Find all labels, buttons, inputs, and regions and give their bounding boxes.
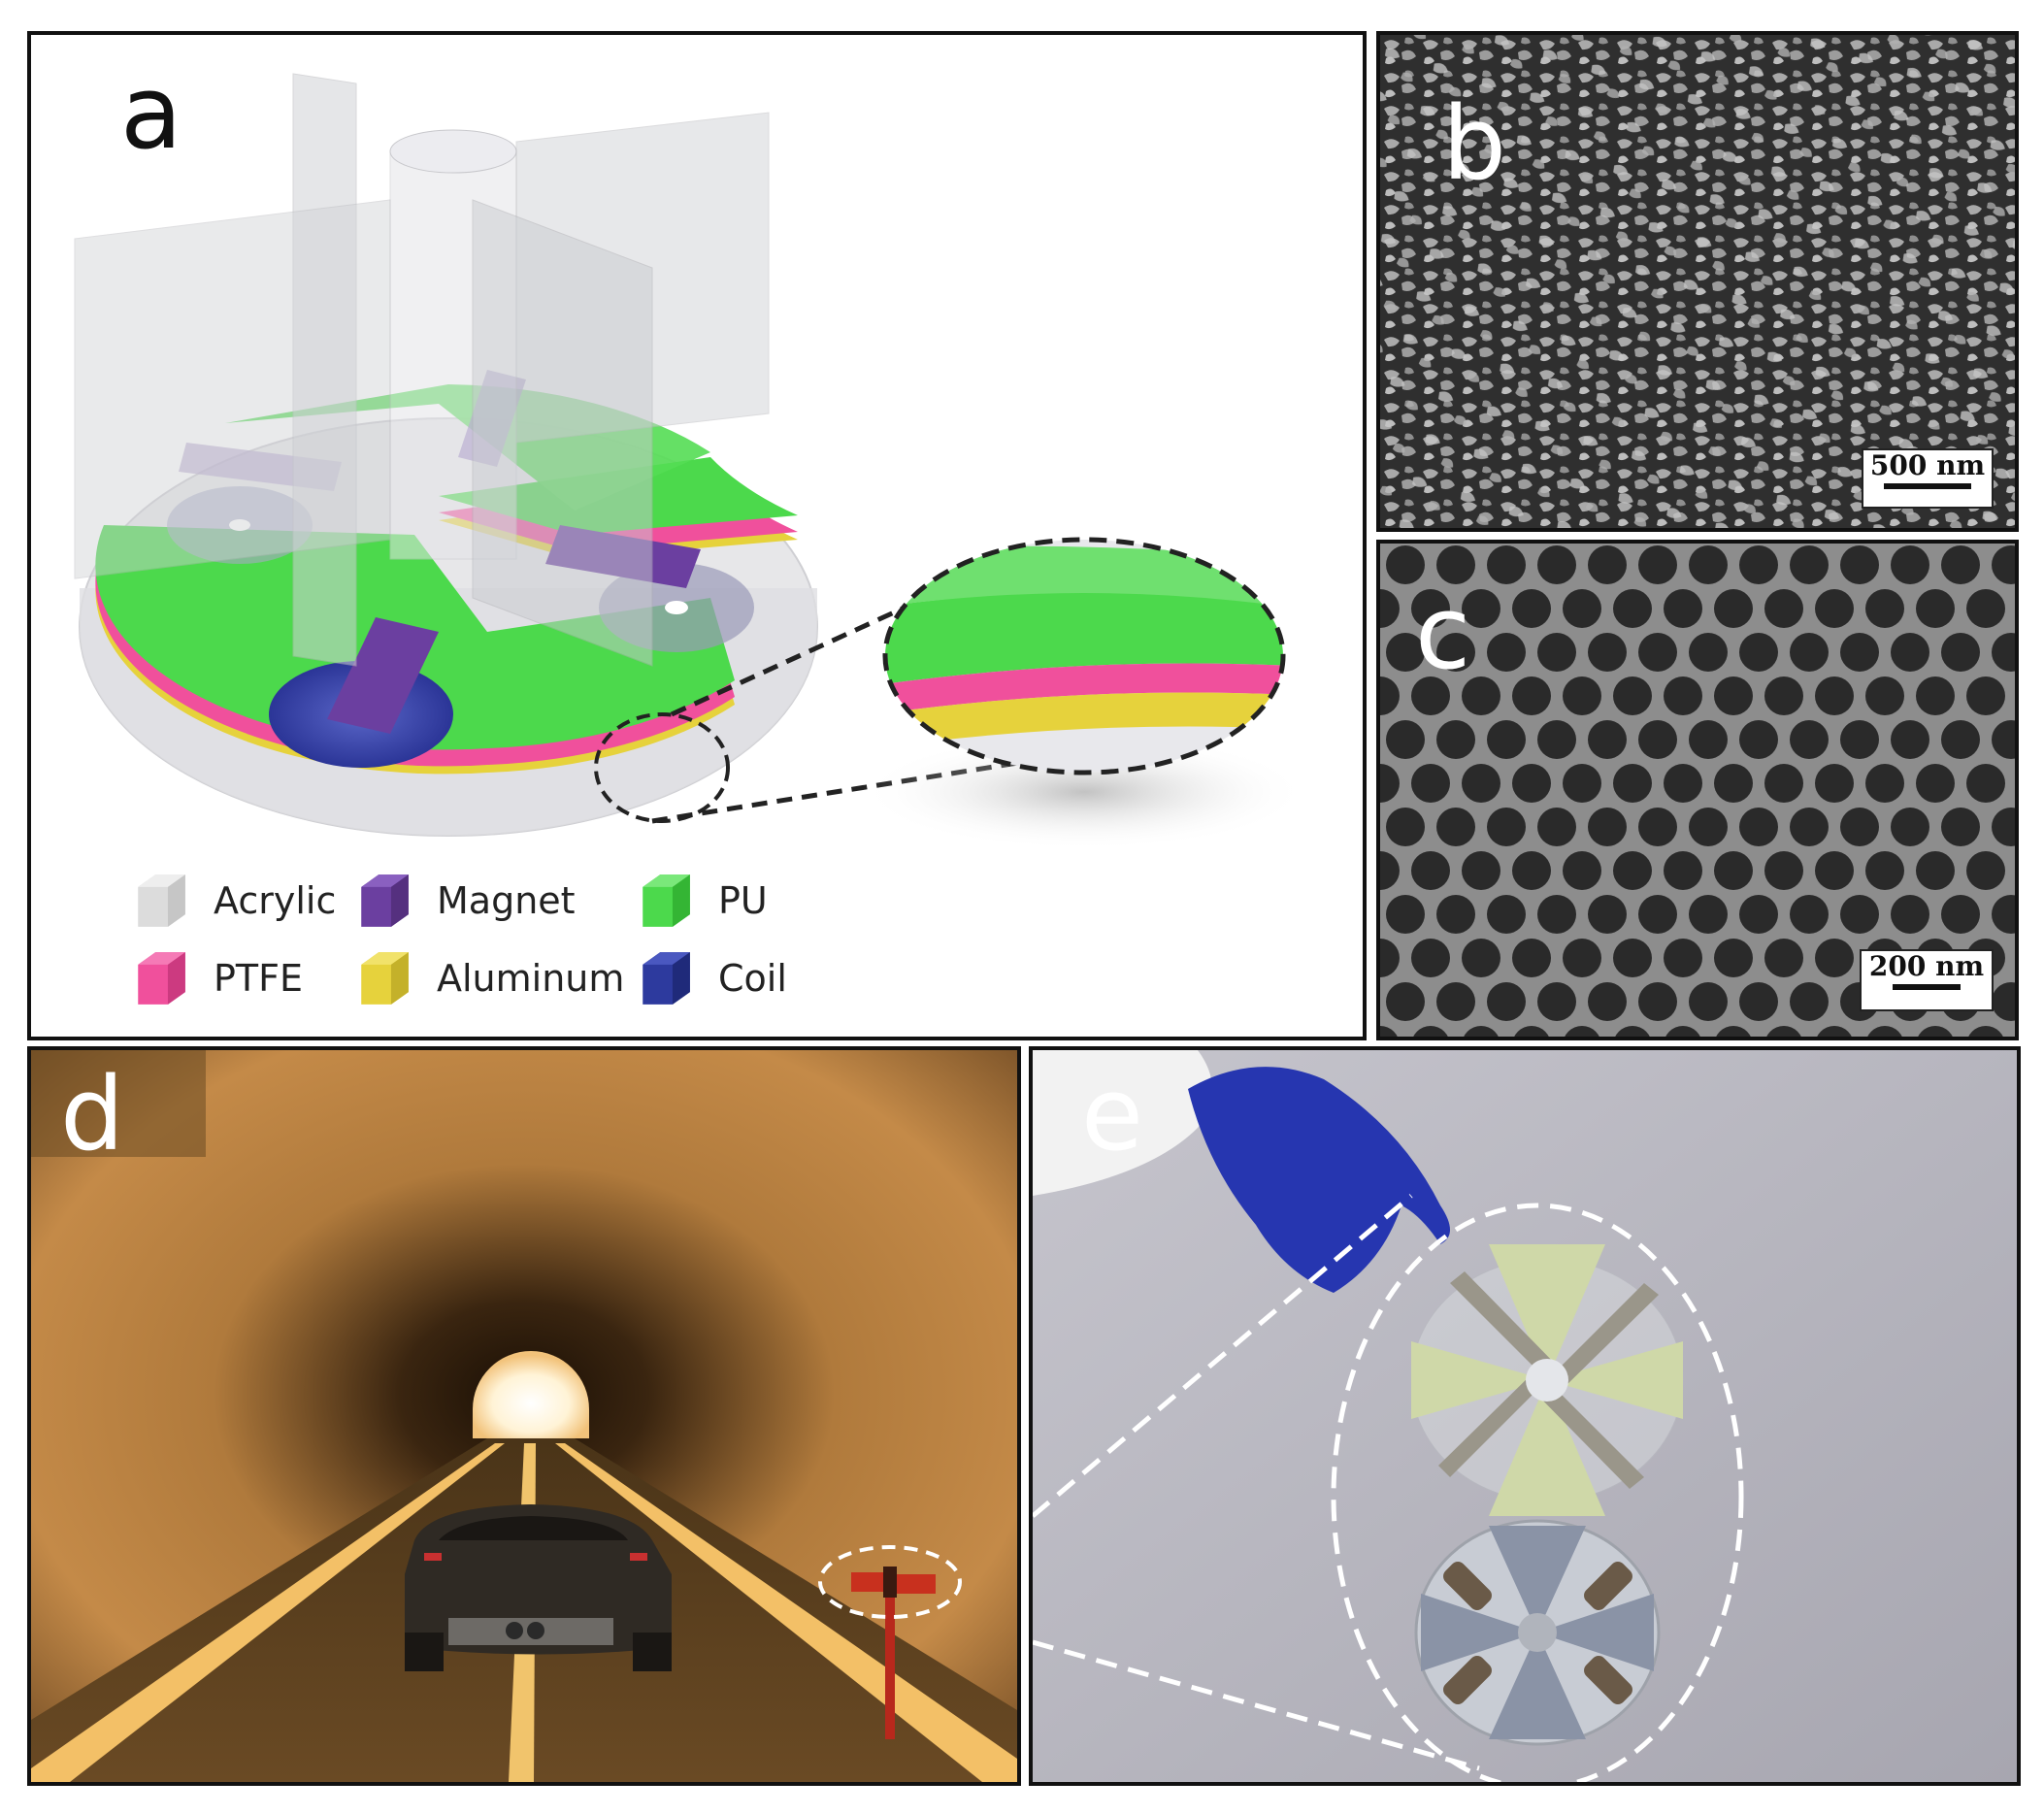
rotary-device-illustration [74,73,1307,850]
legend-item-pu: PU [633,870,768,932]
scale-bar-label: 500 nm [1869,449,1986,481]
scale-bar-500nm: 500 nm [1862,448,1994,509]
legend-label-aluminum: Aluminum [437,957,625,1000]
panel-a-device-schematic: a Acrylic Magnet PU PTFE Aluminum Coil [27,31,1367,1040]
scale-bar-label: 200 nm [1868,950,1985,982]
scale-bar-line [1893,984,1961,990]
panel-d-tunnel-scene: d [27,1046,1021,1786]
tunnel-illustration [31,1050,1017,1782]
panel-letter-c: c [1415,574,1471,692]
acrylic-cube-icon [138,874,185,927]
panel-letter-e: e [1081,1055,1143,1173]
panel-letter-b: b [1442,84,1507,203]
pu-cube-icon [643,874,690,927]
panel-letter-a: a [120,53,182,172]
legend-item-coil: Coil [633,947,787,1009]
ptfe-cube-icon [138,952,185,1005]
panel-letter-d: d [60,1055,125,1173]
legend-label-ptfe: PTFE [214,957,303,1000]
scale-bar-200nm: 200 nm [1860,949,1994,1011]
legend-item-magnet: Magnet [351,870,576,932]
scale-bar-line [1884,483,1971,489]
prototype-photo-illustration [1033,1050,2017,1782]
legend-item-aluminum: Aluminum [351,947,624,1009]
panel-c-sem-image: c 200 nm [1376,540,2019,1040]
coil-cube-icon [643,952,690,1005]
legend-label-pu: PU [718,879,768,922]
legend-label-acrylic: Acrylic [214,879,337,922]
panel-e-prototype-photo: e [1029,1046,2021,1786]
legend-item-acrylic: Acrylic [128,870,336,932]
sem-nanostructure-texture [1380,35,2015,528]
panel-b-sem-image: b 500 nm [1376,31,2019,532]
aluminum-cube-icon [361,952,409,1005]
legend-item-ptfe: PTFE [128,947,303,1009]
magnet-cube-icon [361,874,409,927]
legend-label-coil: Coil [718,957,787,1000]
legend-label-magnet: Magnet [437,879,576,922]
